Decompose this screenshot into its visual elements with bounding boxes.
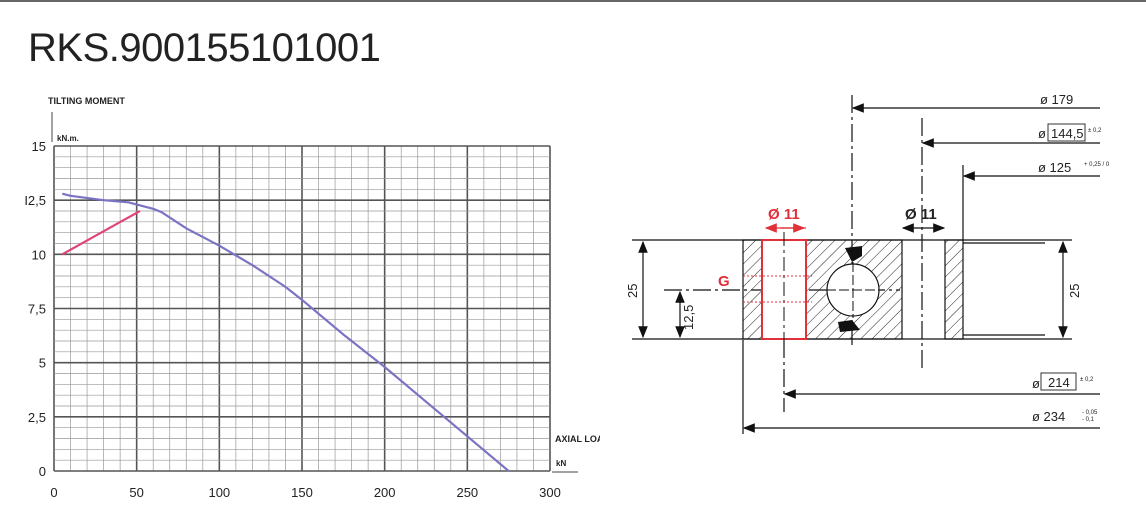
y-tick-label: 7,5 (28, 302, 46, 317)
series-line-1 (61, 210, 141, 256)
top-rule (0, 0, 1146, 2)
dim-144-value: 144,5 (1051, 126, 1084, 141)
dim-179: ø 179 (1040, 92, 1073, 107)
dim-234-tol-upper: - 0,05 (1082, 410, 1098, 416)
y-tick-label: 5 (39, 356, 46, 371)
x-tick-label: 50 (129, 485, 143, 500)
dim-214-tol: ± 0,2 (1080, 377, 1094, 383)
x-tick-label: 150 (291, 485, 313, 500)
seal-top-icon (845, 246, 862, 262)
dim-214-symbol: ø (1032, 376, 1040, 391)
y-tick-label: 15 (32, 139, 46, 154)
height-left: 25 (625, 284, 640, 298)
dim-144-tol: ± 0,2 (1088, 128, 1102, 134)
dim-234-tol-lower: - 0,1 (1082, 417, 1095, 423)
y-tick-label: 10 (32, 247, 46, 262)
dim-144-symbol: ø (1038, 126, 1046, 141)
height-right: 25 (1067, 284, 1082, 298)
dim-214-value: 214 (1048, 375, 1070, 390)
series-line-0 (61, 192, 510, 472)
x-tick-label: 200 (374, 485, 396, 500)
x-tick-label: 100 (208, 485, 230, 500)
y-tick-label: 2,5 (28, 410, 46, 425)
x-unit: kN (556, 459, 566, 468)
y-unit: kN.m. (57, 134, 79, 143)
y-axis-label: TILTING MOMENT (48, 96, 125, 106)
page-title: RKS.900155101001 (28, 26, 381, 70)
thread-g-label: G (718, 273, 730, 290)
dim-234: ø 234 (1032, 409, 1065, 424)
hole-black-label: Ø 11 (905, 206, 937, 223)
height-half: 12,5 (681, 305, 696, 330)
seal-bottom-icon (838, 320, 860, 332)
tilting-moment-chart: 0 50 100 150 200 250 300 0 2,5 5 7,5 10 I2,5 15 TILTI… (24, 96, 600, 500)
y-tick-label: 0 (39, 464, 46, 479)
dim-125-tol: + 0,25 / 0 (1084, 162, 1110, 168)
x-tick-label: 250 (456, 485, 478, 500)
chart-ticks: 0 50 100 150 200 250 300 0 2,5 5 7,5 10 I2,5 15 (24, 139, 561, 500)
x-axis-label: AXIAL LOAD (555, 434, 600, 444)
dim-125: ø 125 (1038, 160, 1071, 175)
hole-red-label: Ø 11 (768, 206, 800, 223)
x-tick-label: 0 (50, 485, 57, 500)
y-tick-label: I2,5 (24, 193, 46, 208)
inner-ring-section (944, 239, 964, 340)
x-tick-label: 300 (539, 485, 561, 500)
chart-grid (53, 145, 551, 472)
chart-series (61, 192, 510, 472)
